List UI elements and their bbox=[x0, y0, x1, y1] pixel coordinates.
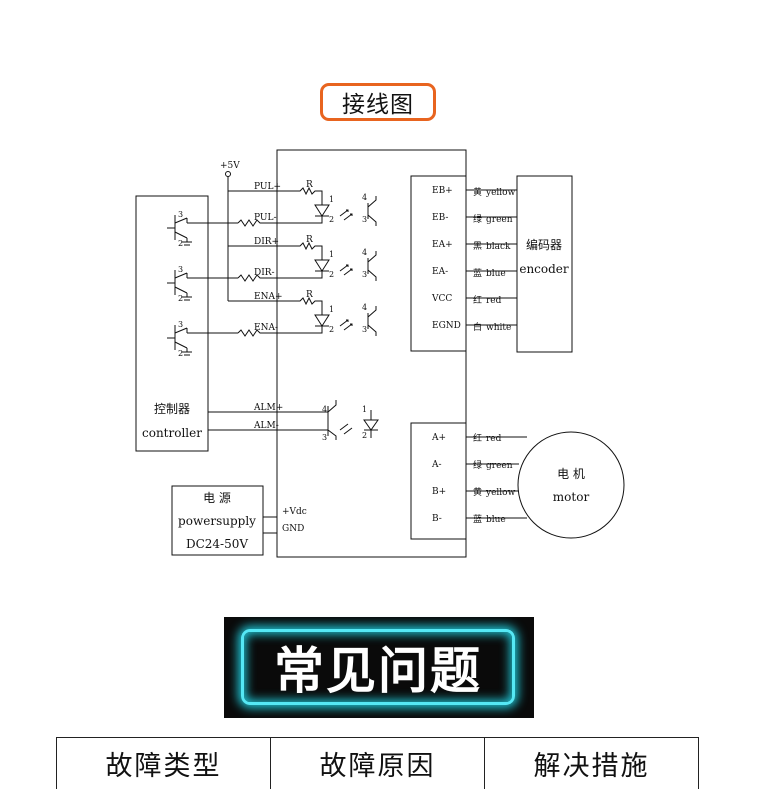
controller-label-en: controller bbox=[142, 426, 202, 440]
faq-banner-frame: 常见问题 bbox=[241, 629, 515, 705]
pin-number: 4 bbox=[362, 248, 367, 257]
power-supply-label-cn: 电 源 bbox=[203, 491, 231, 505]
motor-pin-label: B- bbox=[432, 514, 442, 524]
table-header-solution: 解决措施 bbox=[485, 738, 699, 789]
motor-label-cn: 电 机 bbox=[557, 467, 585, 481]
pin-number: 4 bbox=[322, 405, 327, 414]
encoder-label-en: encoder bbox=[519, 262, 569, 276]
table-header-fault-type: 故障类型 bbox=[57, 738, 271, 789]
pin-number: 2 bbox=[329, 325, 334, 334]
signal-label: ENA+ bbox=[254, 292, 283, 302]
pin-number: 1 bbox=[329, 305, 334, 314]
pin-number: 2 bbox=[329, 215, 334, 224]
encoder-pin-label: EGND bbox=[432, 321, 461, 331]
pin-number: 1 bbox=[362, 405, 367, 414]
pin-number: 3 bbox=[322, 433, 327, 442]
faq-table: 故障类型 故障原因 解决措施 bbox=[56, 737, 699, 789]
power-vdc-label: +Vdc bbox=[282, 507, 307, 517]
pin-number: 4 bbox=[362, 303, 367, 312]
pin-number: 2 bbox=[178, 294, 183, 303]
motor-pin-label: A- bbox=[431, 460, 442, 470]
encoder-pin-label: EA+ bbox=[432, 240, 453, 250]
encoder-pin-label: EA- bbox=[432, 267, 448, 277]
signal-label: ALM- bbox=[253, 421, 279, 431]
phototransistor-icon bbox=[368, 196, 376, 336]
signal-label: DIR+ bbox=[254, 237, 279, 247]
motor-pin-label: B+ bbox=[432, 487, 446, 497]
resistor-label: R bbox=[306, 235, 313, 245]
wire-color-en: red bbox=[486, 434, 502, 444]
power-node-terminal bbox=[226, 172, 231, 177]
signal-label: ALM+ bbox=[253, 403, 283, 413]
wire-color-cn: 红 bbox=[473, 294, 482, 306]
pin-number: 2 bbox=[362, 431, 367, 440]
wire-color-en: yellow bbox=[485, 488, 516, 498]
pin-number: 3 bbox=[178, 265, 183, 274]
faq-banner: 常见问题 bbox=[224, 617, 534, 718]
wire-color-cn: 绿 bbox=[473, 213, 482, 225]
pin-number: 3 bbox=[178, 320, 183, 329]
wire-color-en: white bbox=[486, 323, 511, 333]
wire-color-cn: 蓝 bbox=[473, 267, 482, 279]
table-header-row: 故障类型 故障原因 解决措施 bbox=[57, 738, 699, 789]
wire-color-cn: 黑 bbox=[473, 241, 482, 252]
pin-number: 3 bbox=[362, 325, 367, 334]
pin-number: 3 bbox=[362, 270, 367, 279]
wire-color-en: green bbox=[486, 215, 513, 225]
led-icon bbox=[315, 315, 329, 326]
led-icon bbox=[315, 260, 329, 271]
resistor-label: R bbox=[306, 290, 313, 300]
wire-color-cn: 红 bbox=[473, 432, 482, 444]
motor-pin-label: A+ bbox=[431, 433, 446, 443]
pin-number: 2 bbox=[178, 349, 183, 358]
resistor-label: R bbox=[306, 180, 313, 190]
light-arrows-icon bbox=[340, 424, 352, 434]
pin-number: 3 bbox=[178, 210, 183, 219]
wire-color-en: black bbox=[486, 242, 511, 252]
encoder-label-cn: 编码器 bbox=[526, 237, 562, 252]
signal-label: ENA- bbox=[254, 323, 278, 333]
motor-circle bbox=[518, 432, 624, 538]
faq-banner-title: 常见问题 bbox=[274, 631, 482, 703]
pin-number: 3 bbox=[362, 215, 367, 224]
power-supply-label-en: powersupply bbox=[178, 514, 256, 528]
wire-color-cn: 黄 bbox=[473, 186, 482, 198]
pin-number: 2 bbox=[329, 270, 334, 279]
signal-label: PUL- bbox=[254, 213, 277, 223]
pin-number: 2 bbox=[178, 239, 183, 248]
encoder-pin-label: VCC bbox=[431, 294, 452, 304]
light-arrows-icon bbox=[340, 210, 352, 330]
power-node-label: +5V bbox=[220, 161, 240, 171]
wire-color-cn: 绿 bbox=[473, 459, 482, 471]
wire-color-en: red bbox=[486, 296, 502, 306]
signal-label: PUL+ bbox=[254, 182, 281, 192]
table-header-fault-cause: 故障原因 bbox=[271, 738, 485, 789]
encoder-pin-label: EB+ bbox=[432, 186, 453, 196]
controller-label-cn: 控制器 bbox=[154, 402, 190, 416]
pin-number: 4 bbox=[362, 193, 367, 202]
power-gnd-label: GND bbox=[282, 524, 304, 534]
wire-color-cn: 黄 bbox=[473, 486, 482, 498]
led-icon bbox=[315, 205, 329, 216]
pin-number: 1 bbox=[329, 250, 334, 259]
wire-color-en: blue bbox=[486, 269, 506, 279]
wire-color-en: green bbox=[486, 461, 513, 471]
wire-color-en: blue bbox=[486, 515, 506, 525]
signal-label: DIR- bbox=[254, 268, 275, 278]
wire-color-cn: 白 bbox=[473, 321, 482, 333]
power-supply-range: DC24-50V bbox=[186, 537, 248, 551]
pin-number: 1 bbox=[329, 195, 334, 204]
wire-color-cn: 蓝 bbox=[473, 513, 482, 525]
wiring-diagram: +5V PUL+ PUL- DIR+ DIR- ENA+ ENA- ALM+ A… bbox=[0, 0, 760, 600]
wire-color-en: yellow bbox=[485, 188, 516, 198]
motor-label-en: motor bbox=[553, 490, 590, 504]
encoder-pin-label: EB- bbox=[432, 213, 448, 223]
